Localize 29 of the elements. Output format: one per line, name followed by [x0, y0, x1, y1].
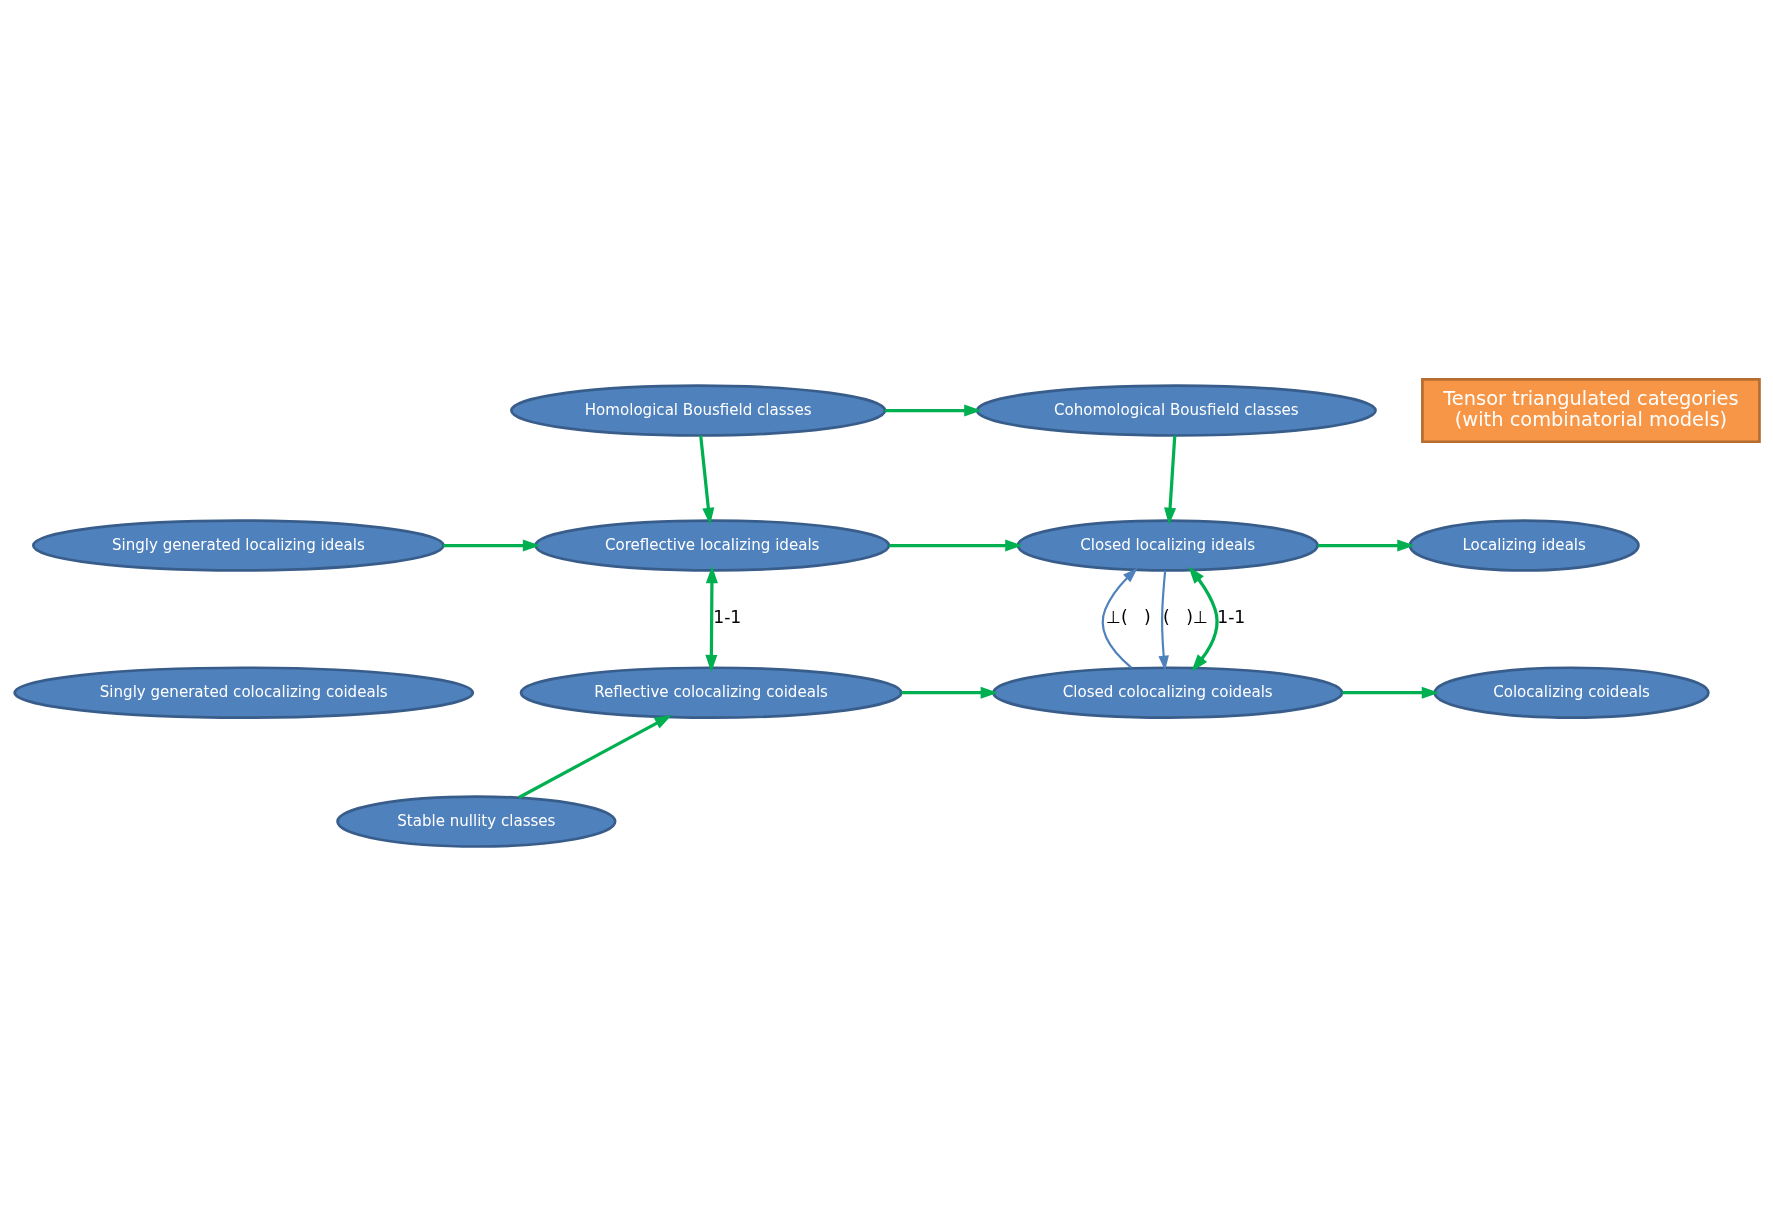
- node-ellipse: Homological Bousfield classes: [509, 383, 886, 437]
- edge-label: 1-1: [712, 606, 741, 627]
- node-ellipse: Singly generated colocalizing coideals: [12, 665, 474, 719]
- arrow: [1157, 570, 1169, 671]
- arrow: [1317, 538, 1415, 552]
- arrow: [1101, 567, 1138, 669]
- node-ellipse: Singly generated localizing ideals: [31, 518, 445, 572]
- node-box: Tensor triangulated categories (with combinatorial models): [1420, 377, 1761, 443]
- edge-label: 1-1: [1216, 606, 1245, 627]
- arrow: [884, 404, 981, 417]
- edge-label: ( )⊥: [1162, 606, 1208, 627]
- node-ellipse: Stable nullity classes: [335, 794, 616, 848]
- node-ellipse: Cohomological Bousfield classes: [975, 383, 1377, 437]
- arrow: [442, 538, 540, 552]
- arrow: [704, 565, 718, 672]
- arrow: [888, 538, 1022, 552]
- node-ellipse: Coreflective localizing ideals: [533, 518, 890, 572]
- edge-label: ⊥( ): [1105, 606, 1151, 627]
- arrow: [901, 686, 998, 699]
- arrow: [698, 435, 714, 525]
- arrow: [1187, 566, 1219, 671]
- node-ellipse: Reflective colocalizing coideals: [519, 665, 903, 719]
- node-ellipse: Closed localizing ideals: [1016, 518, 1319, 572]
- arrow: [1341, 686, 1439, 699]
- node-ellipse: Colocalizing coideals: [1432, 665, 1710, 719]
- node-ellipse: Closed colocalizing coideals: [991, 665, 1343, 719]
- arrow: [517, 714, 672, 799]
- arrow: [1163, 435, 1176, 525]
- node-ellipse: Localizing ideals: [1408, 518, 1640, 572]
